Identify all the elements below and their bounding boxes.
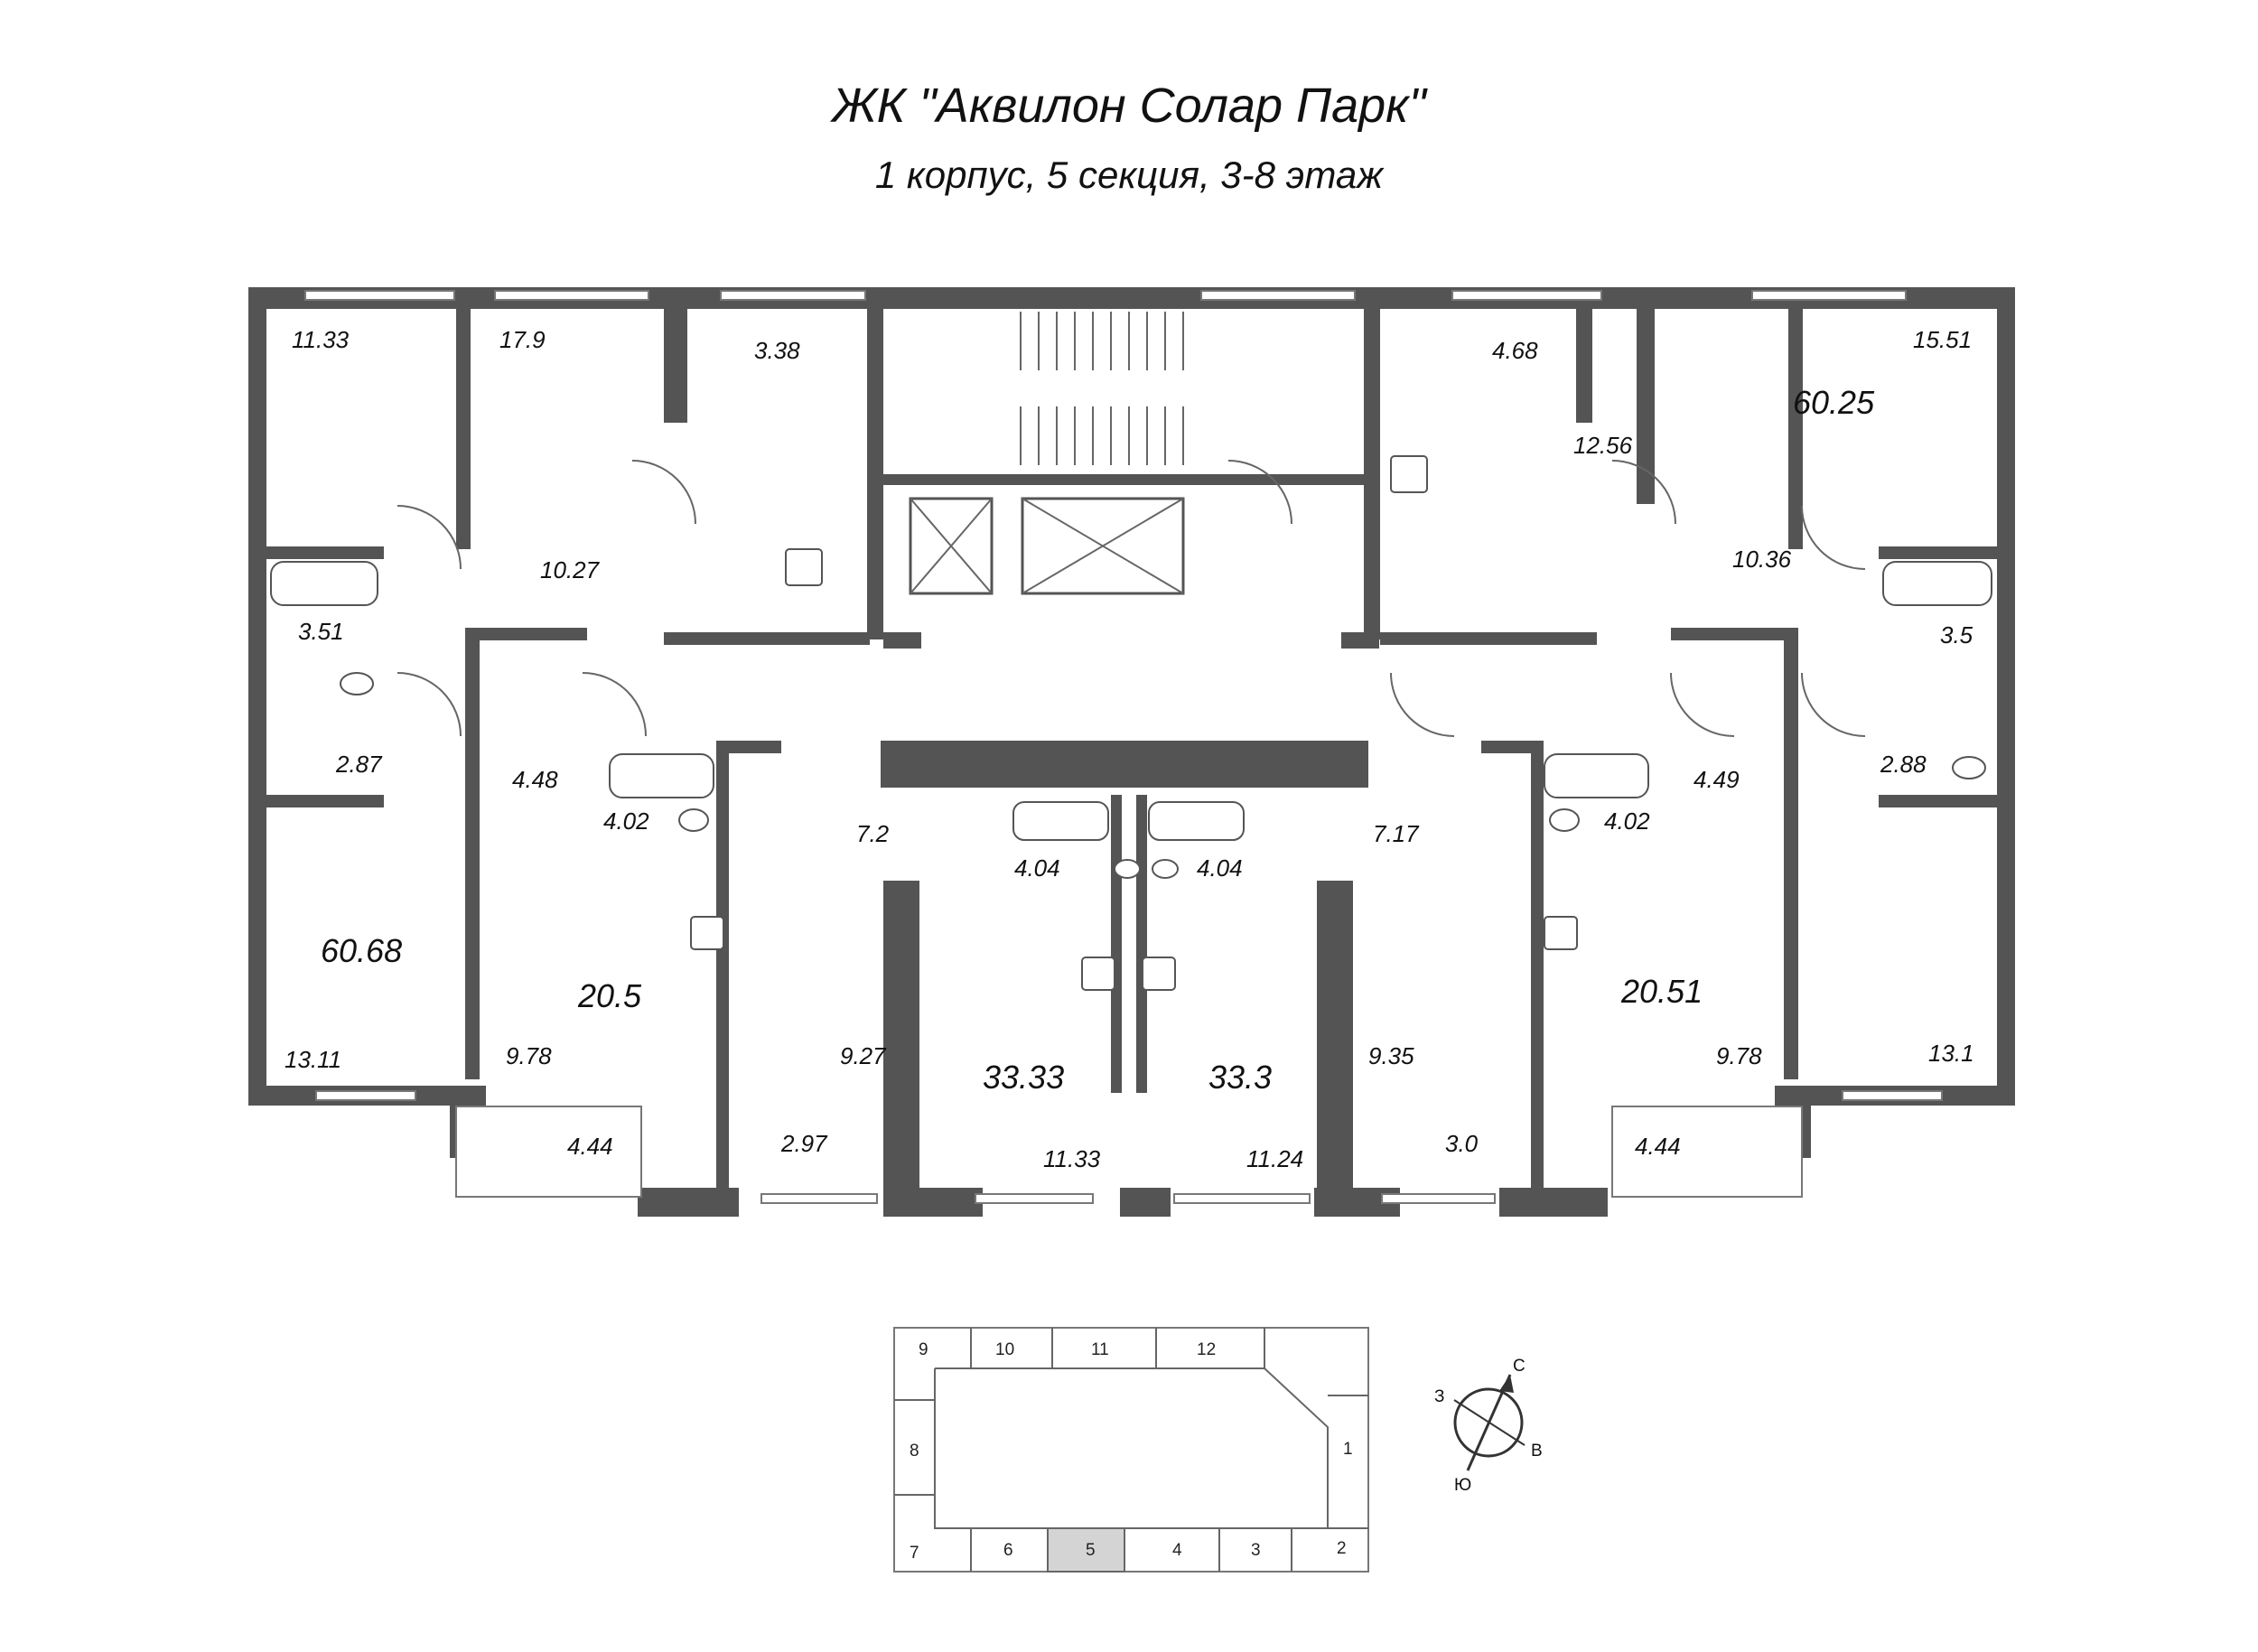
room-area: 11.24 bbox=[1246, 1145, 1303, 1172]
section-label: 3 bbox=[1251, 1541, 1261, 1560]
room-area: 15.51 bbox=[1913, 326, 1972, 353]
apartment-total: 33.3 bbox=[1208, 1059, 1272, 1096]
room-area: 10.36 bbox=[1732, 546, 1792, 573]
apartment-total: 60.68 bbox=[321, 932, 402, 969]
apartment-totals: 60.68 20.5 33.33 33.3 20.51 60.25 bbox=[321, 384, 1875, 1096]
section-label: 10 bbox=[995, 1340, 1014, 1359]
room-area: 9.35 bbox=[1368, 1042, 1414, 1069]
section-label: 11 bbox=[1091, 1340, 1109, 1359]
compass-north: С bbox=[1513, 1357, 1526, 1376]
compass: С З В Ю bbox=[1434, 1357, 1543, 1495]
room-area: 3.5 bbox=[1940, 621, 1973, 649]
room-area: 4.02 bbox=[1604, 807, 1650, 835]
stairs bbox=[1020, 312, 1184, 465]
room-area: 9.27 bbox=[840, 1042, 887, 1069]
section-label: 9 bbox=[919, 1340, 928, 1359]
apartment-total: 60.25 bbox=[1793, 384, 1875, 421]
room-area: 11.33 bbox=[292, 326, 350, 353]
room-area: 3.51 bbox=[298, 618, 344, 645]
room-area: 4.44 bbox=[567, 1133, 613, 1160]
room-area: 2.87 bbox=[335, 751, 383, 778]
room-area: 17.9 bbox=[499, 326, 546, 353]
room-area: 3.0 bbox=[1445, 1130, 1479, 1157]
room-area: 4.04 bbox=[1014, 854, 1060, 882]
room-area: 4.68 bbox=[1492, 337, 1538, 364]
room-area: 2.88 bbox=[1880, 751, 1927, 778]
room-area: 2.97 bbox=[780, 1130, 828, 1157]
room-area: 13.1 bbox=[1928, 1040, 1974, 1067]
section-label: 4 bbox=[1172, 1541, 1182, 1560]
room-area: 3.38 bbox=[754, 337, 800, 364]
room-area: 4.02 bbox=[603, 807, 649, 835]
room-areas: 11.33 17.9 3.38 10.27 3.51 2.87 13.11 4.… bbox=[285, 326, 1974, 1172]
room-area: 7.2 bbox=[856, 820, 890, 847]
page-subtitle: 1 корпус, 5 секция, 3-8 этаж bbox=[875, 154, 1385, 196]
section-label-highlighted: 5 bbox=[1086, 1541, 1096, 1560]
room-area: 11.33 bbox=[1043, 1145, 1101, 1172]
compass-south: Ю bbox=[1454, 1476, 1471, 1495]
page-title: ЖК "Аквилон Солар Парк" bbox=[829, 79, 1429, 133]
compass-east: В bbox=[1531, 1442, 1543, 1461]
room-area: 4.04 bbox=[1197, 854, 1243, 882]
key-plan: 1 2 3 4 5 6 7 8 9 10 11 12 bbox=[893, 1327, 1369, 1573]
section-label: 7 bbox=[910, 1544, 919, 1563]
building-walls bbox=[248, 287, 2015, 1217]
section-label: 1 bbox=[1343, 1440, 1353, 1459]
compass-west: З bbox=[1434, 1387, 1444, 1406]
room-area: 10.27 bbox=[540, 556, 601, 583]
room-area: 13.11 bbox=[285, 1046, 341, 1073]
room-area: 7.17 bbox=[1373, 820, 1420, 847]
room-area: 12.56 bbox=[1573, 432, 1633, 459]
room-area: 4.48 bbox=[512, 766, 558, 793]
section-label: 8 bbox=[910, 1442, 919, 1461]
section-label: 2 bbox=[1337, 1539, 1347, 1558]
room-area: 9.78 bbox=[506, 1042, 552, 1069]
room-area: 4.49 bbox=[1694, 766, 1740, 793]
apartment-total: 33.33 bbox=[983, 1059, 1064, 1096]
room-area: 4.44 bbox=[1635, 1133, 1681, 1160]
section-label: 6 bbox=[1003, 1541, 1013, 1560]
section-label: 12 bbox=[1197, 1340, 1216, 1359]
apartment-total: 20.51 bbox=[1620, 973, 1703, 1010]
apartment-total: 20.5 bbox=[577, 977, 642, 1014]
room-area: 9.78 bbox=[1716, 1042, 1762, 1069]
